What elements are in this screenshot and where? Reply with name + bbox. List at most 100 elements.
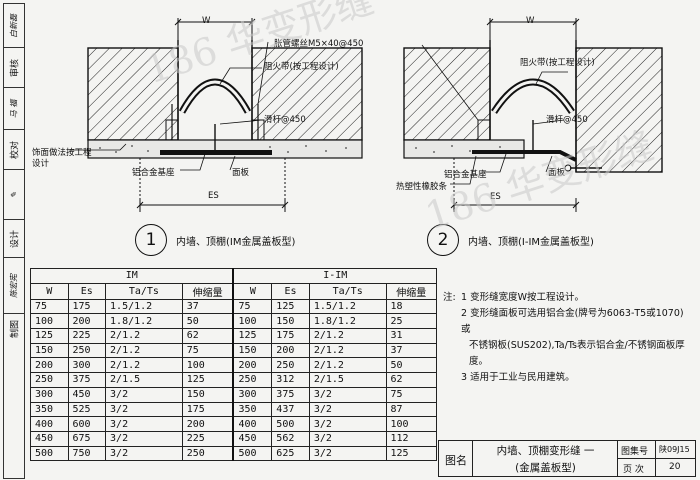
label-panel-1: 面板 (232, 168, 250, 178)
label-panel-2: 面板 (548, 168, 566, 178)
table-cell: 225 (181, 430, 234, 447)
table-cell: 31 (385, 328, 438, 344)
note-2b-text: 不锈钢板(SUS202),Ta/Ts表示铝合金/不锈钢面板厚度。 (469, 340, 685, 367)
wall-right-1 (251, 47, 363, 141)
drawing-title: 内墙、顶棚变形缝 一 (496, 445, 595, 457)
table-cell: 250 (232, 372, 273, 388)
table-cell: 150 (232, 342, 273, 359)
label-fire-2: 阻火带(按工程设计) (520, 58, 595, 68)
table-cell: 250 (30, 372, 69, 388)
signoff-drafter: 制图 (10, 319, 21, 339)
label-screw-1: 胀管螺丝M5×40@450 (274, 39, 364, 49)
group-i-im: I-IM (232, 268, 438, 284)
table-cell: 600 (67, 416, 107, 432)
note-1-text: 1 变形缝宽度W按工程设计。 (461, 292, 584, 303)
dim-w-1: W (202, 16, 211, 26)
table-cell: 1.5/1.2 (105, 298, 183, 315)
table-cell: 37 (181, 298, 234, 315)
dimension-table: IM I-IM W Es Ta/Ts 伸缩量 W Es Ta/Ts 伸缩量 75… (30, 268, 438, 462)
table-cell: 175 (181, 401, 234, 418)
table-cell: 3/2 (308, 445, 387, 462)
table-cell: 437 (271, 401, 310, 418)
table-cell: 18 (385, 298, 438, 315)
table-cell: 1.8/1.2 (105, 313, 183, 330)
page-label: 页 次 (623, 465, 644, 475)
table-cell: 3/2 (105, 416, 183, 432)
label-base-2: 铝合金基座 (444, 170, 487, 180)
table-cell: 125 (30, 328, 69, 344)
notes-heading: 注: (443, 292, 456, 303)
table-cell: 300 (67, 357, 107, 374)
table-cell: 1.8/1.2 (308, 313, 387, 330)
col-expansion-2: 伸缩量 (385, 282, 438, 300)
col-es-2: Es (271, 282, 310, 300)
table-cell: 2/1.2 (308, 342, 387, 359)
cover-plate-1 (160, 150, 272, 155)
table-cell: 500 (30, 445, 69, 462)
table-cell: 250 (271, 357, 310, 374)
caption-1: 内墙、顶棚(IM金属盖板型) (176, 237, 296, 248)
table-cell: 2/1.2 (308, 328, 387, 344)
table-cell: 750 (67, 445, 107, 462)
group-im: IM (30, 268, 234, 284)
table-cell: 525 (67, 401, 107, 418)
table-cell: 2/1.2 (308, 357, 387, 374)
table-cell: 2/1.2 (105, 357, 183, 374)
table-cell: 3/2 (105, 386, 183, 403)
table-cell: 75 (232, 298, 273, 315)
table-cell: 100 (181, 357, 234, 374)
table-cell: 1.5/1.2 (308, 298, 387, 315)
note-2-cont: 不锈钢板(SUS202),Ta/Ts表示铝合金/不锈钢面板厚度。 (443, 338, 693, 370)
table-cell: 37 (385, 342, 438, 359)
table-cell: 200 (67, 313, 107, 330)
table-cell: 500 (271, 416, 310, 432)
table-header-row: W Es Ta/Ts 伸缩量 W Es Ta/Ts 伸缩量 (30, 282, 438, 300)
notes: 注: 1 变形缝宽度W按工程设计。 2 变形缝面板可选用铝合金(牌号为6063-… (443, 290, 693, 386)
finish-layer-1 (87, 139, 363, 159)
table-cell: 100 (385, 416, 438, 432)
table-cell: 62 (181, 328, 234, 344)
col-ta-ts-2: Ta/Ts (308, 282, 387, 300)
table-cell: 2/1.2 (105, 342, 183, 359)
finish-layer-2 (403, 139, 525, 159)
table-cell: 3/2 (308, 401, 387, 418)
table-cell: 125 (271, 298, 310, 315)
signoff-reviewer: 审核 (4, 48, 24, 88)
col-w: W (30, 282, 69, 300)
signoff-checker-sig: 马 福 (4, 88, 24, 130)
table-cell: 675 (67, 430, 107, 447)
table-cell: 200 (232, 357, 273, 374)
table-cell: 100 (232, 313, 273, 330)
table-cell: 112 (385, 430, 438, 447)
signoff-designer-sig: 陈宏宪 (4, 258, 24, 314)
note-2a-text: 2 变形缝面板可选用铝合金(牌号为6063-T5或1070)或 (461, 308, 684, 335)
signoff-checker-sig-2: ✎ (4, 170, 24, 220)
note-2: 2 变形缝面板可选用铝合金(牌号为6063-T5或1070)或 (443, 306, 693, 338)
table-cell: 312 (271, 372, 310, 388)
table-cell: 625 (271, 445, 310, 462)
col-expansion: 伸缩量 (181, 282, 234, 300)
table-cell: 300 (30, 386, 69, 403)
table-cell: 2/1.5 (105, 372, 183, 388)
table-cell: 200 (181, 416, 234, 432)
table-cell: 150 (271, 313, 310, 330)
col-es: Es (67, 282, 107, 300)
table-cell: 3/2 (105, 445, 183, 462)
page-number: 20 (669, 462, 681, 472)
table-cell: 400 (232, 416, 273, 432)
table-group-row: IM I-IM (30, 268, 438, 284)
table-cell: 350 (232, 401, 273, 418)
table-cell: 50 (385, 357, 438, 374)
table-cell: 25 (385, 313, 438, 330)
cover-plate-2 (472, 150, 577, 162)
signoff-checker: 校对 (4, 130, 24, 170)
wall-left-1 (87, 47, 179, 141)
